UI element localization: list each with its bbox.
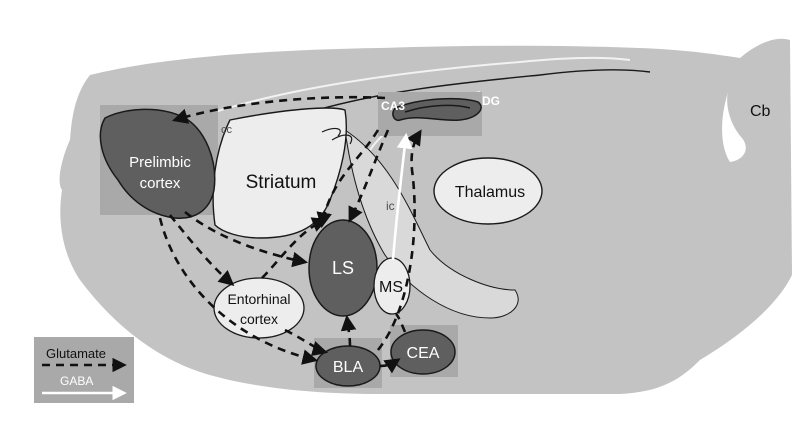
entorhinal-label-line1: Entorhinal xyxy=(227,291,290,307)
prelimbic-region xyxy=(99,108,216,219)
hippocampus-region xyxy=(392,97,482,122)
cerebellum-notch xyxy=(722,92,746,162)
bla-to-cea-arrow xyxy=(379,358,401,374)
ms-to-hippocampus-gaba-arrow xyxy=(391,132,413,261)
thalamus-region xyxy=(433,157,543,225)
legend-glutamate-label: Glutamate xyxy=(46,346,106,361)
cortex-inner-line xyxy=(299,69,651,116)
prelimbic-label-line2: cortex xyxy=(140,175,181,192)
cea-label: CEA xyxy=(407,345,440,362)
ic-label: ic xyxy=(386,199,395,213)
entorhinal-label-line2: cortex xyxy=(240,311,278,327)
cea-to-ms-arrow xyxy=(395,313,407,333)
entorhinal-region xyxy=(213,277,305,339)
legend-gaba-label: GABA xyxy=(60,374,93,388)
legend: Glutamate GABA xyxy=(34,337,134,403)
cc-label: cc xyxy=(221,124,233,136)
striatum-label: Striatum xyxy=(246,172,317,193)
corpus-callosum-line xyxy=(214,56,631,113)
hippocampus-to-ls-arrow-2 xyxy=(348,129,390,223)
thalamus-label: Thalamus xyxy=(455,184,525,201)
ls-label: LS xyxy=(332,258,354,278)
entorhinal-to-ls-arrow xyxy=(261,217,328,279)
prelimbic-to-entorhinal-arrow xyxy=(168,214,235,287)
hippocampus-to-prelimbic-arrow xyxy=(172,95,386,124)
bla-label: BLA xyxy=(333,359,364,376)
cb-label: Cb xyxy=(750,103,771,120)
prelimbic-to-ls-arrow xyxy=(184,210,309,268)
prelimbic-label-line1: Prelimbic xyxy=(129,154,191,171)
dg-label: DG xyxy=(482,94,500,108)
glutamate-projections xyxy=(158,95,422,374)
bla-to-ls-arrow xyxy=(340,314,357,347)
striatum-loops xyxy=(321,127,353,145)
internal-capsule xyxy=(344,128,519,319)
prelimbic-to-bla-arrow xyxy=(158,217,319,365)
cea-region xyxy=(390,329,456,375)
ca3-label: CA3 xyxy=(381,99,405,113)
bla-to-hippocampus-arrow xyxy=(376,129,422,351)
entorhinal-to-bla-arrow xyxy=(284,328,328,357)
ms-label: MS xyxy=(379,279,403,296)
